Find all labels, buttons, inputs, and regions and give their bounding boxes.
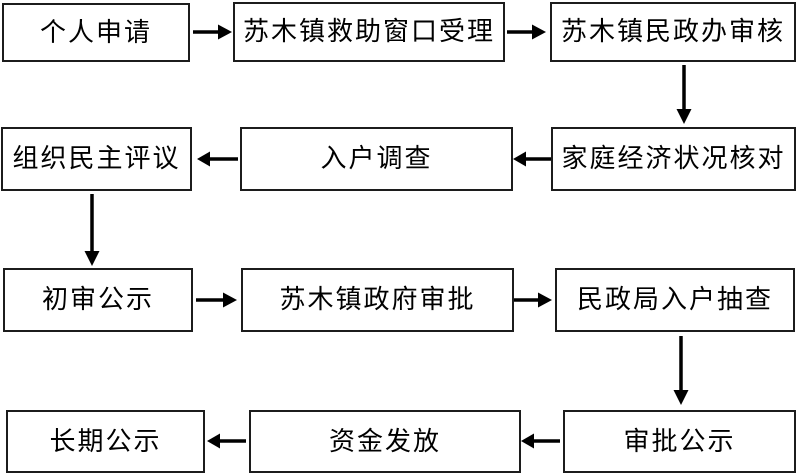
node-long-term-publicity: 长期公示: [6, 410, 205, 473]
arrow-left-icon: [521, 433, 560, 449]
arrow-down-icon: [673, 336, 689, 405]
node-family-economic-status-check: 家庭经济状况核对: [551, 127, 796, 191]
node-approval-publicity: 审批公示: [563, 410, 796, 473]
node-town-civil-affairs-office-review: 苏木镇民政办审核: [550, 2, 796, 62]
arrow-left-icon: [197, 151, 238, 167]
node-democratic-appraisal: 组织民主评议: [1, 127, 192, 191]
node-funds-disbursement: 资金发放: [249, 410, 521, 473]
node-label: 长期公示: [49, 426, 162, 457]
node-town-government-approval: 苏木镇政府审批: [241, 268, 514, 332]
node-label: 个人申请: [39, 17, 152, 48]
node-label: 组织民主评议: [12, 144, 181, 174]
arrow-down-icon: [84, 194, 100, 266]
arrow-left-icon: [513, 151, 551, 167]
node-label: 初审公示: [41, 285, 154, 315]
node-preliminary-review-publicity: 初审公示: [3, 268, 193, 332]
arrow-down-icon: [676, 65, 692, 124]
node-label: 审批公示: [623, 426, 736, 457]
node-label: 入户调查: [320, 144, 433, 174]
node-individual-application: 个人申请: [2, 3, 190, 62]
arrow-right-icon: [514, 292, 552, 308]
node-label: 民政局入户抽查: [576, 285, 773, 315]
node-household-survey: 入户调查: [240, 127, 513, 191]
node-label: 家庭经济状况核对: [561, 144, 786, 174]
node-label: 苏木镇救助窗口受理: [242, 17, 495, 47]
arrow-right-icon: [196, 292, 237, 308]
node-town-aid-window-acceptance: 苏木镇救助窗口受理: [233, 2, 505, 62]
node-label: 苏木镇政府审批: [279, 285, 476, 315]
node-label: 苏木镇民政办审核: [560, 17, 785, 47]
node-civil-affairs-bureau-spot-check: 民政局入户抽查: [555, 268, 795, 332]
arrow-right-icon: [507, 24, 546, 40]
node-label: 资金发放: [328, 426, 441, 457]
arrow-right-icon: [193, 24, 232, 40]
arrow-left-icon: [207, 433, 246, 449]
